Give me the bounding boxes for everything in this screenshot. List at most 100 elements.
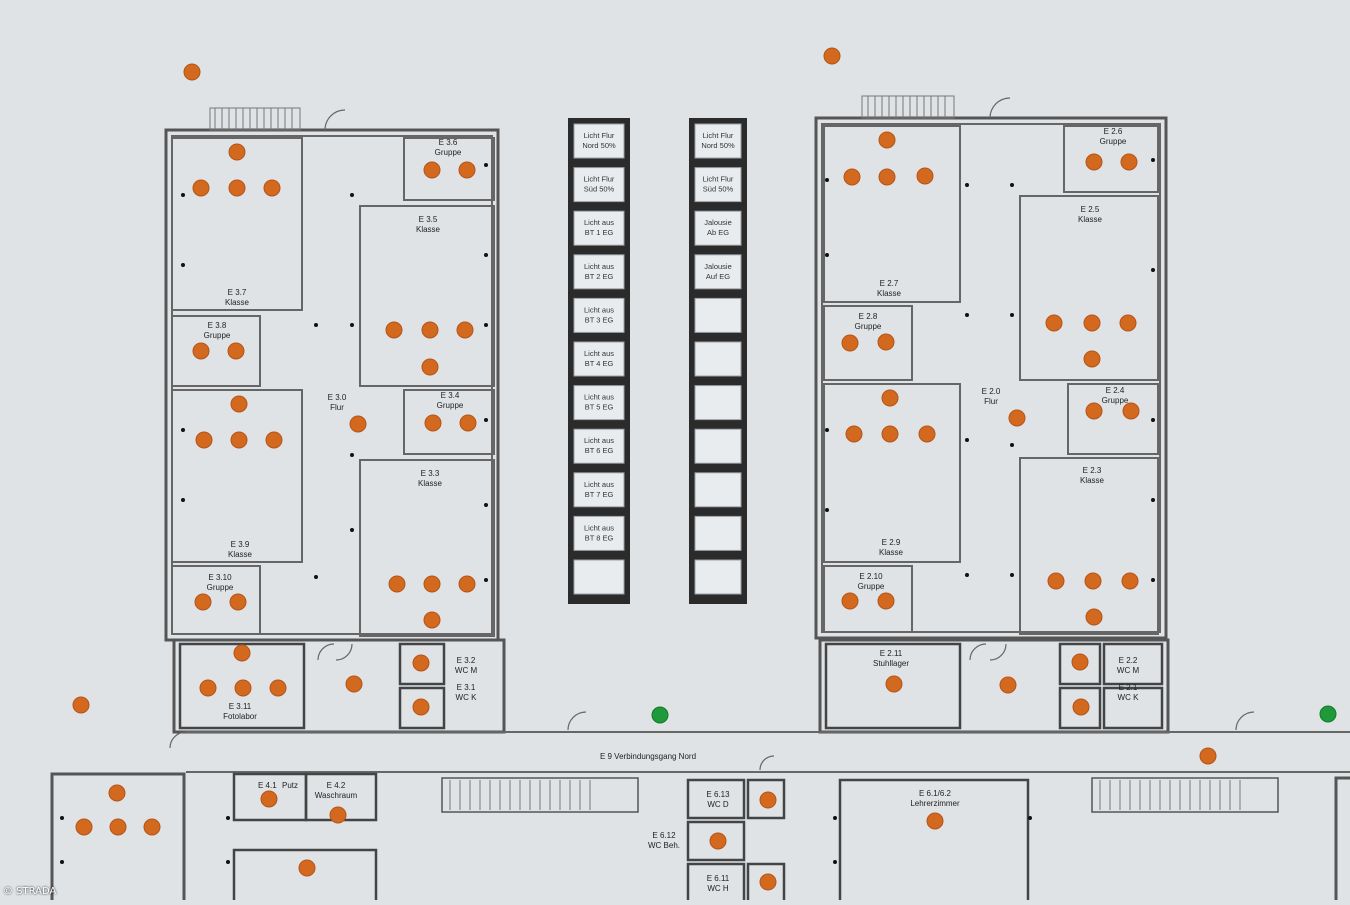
lamp-icon[interactable] <box>1120 153 1138 171</box>
panel-button[interactable] <box>694 559 742 595</box>
lamp-icon[interactable] <box>75 818 93 836</box>
panel-button[interactable] <box>694 472 742 508</box>
panel-button[interactable] <box>694 385 742 421</box>
panel-button-face[interactable] <box>694 254 742 290</box>
panel-button-face[interactable] <box>573 472 625 508</box>
lamp-icon[interactable] <box>298 859 316 877</box>
panel-button[interactable] <box>694 341 742 377</box>
room-e310[interactable] <box>171 565 261 635</box>
room-e28[interactable] <box>823 305 913 381</box>
panel-button[interactable] <box>573 559 625 595</box>
lamp-icon[interactable] <box>423 161 441 179</box>
panel-button-face[interactable] <box>573 428 625 464</box>
lamp-icon[interactable] <box>192 342 210 360</box>
lamp-icon[interactable] <box>1084 572 1102 590</box>
room-e33[interactable] <box>359 459 495 637</box>
panel-button-face[interactable] <box>573 559 625 595</box>
panel-button[interactable] <box>694 515 742 551</box>
lamp-icon[interactable] <box>1071 653 1089 671</box>
lamp-on-icon[interactable] <box>1319 705 1337 723</box>
panel-button-face[interactable] <box>573 385 625 421</box>
lamp-icon[interactable] <box>1008 409 1026 427</box>
room-e21[interactable] <box>1102 686 1164 730</box>
lamp-icon[interactable] <box>1072 698 1090 716</box>
panel-button-face[interactable] <box>694 210 742 246</box>
lamp-icon[interactable] <box>759 873 777 891</box>
lamp-icon[interactable] <box>926 812 944 830</box>
room-e613[interactable] <box>686 778 746 820</box>
lamp-icon[interactable] <box>424 414 442 432</box>
room-e34[interactable] <box>403 389 495 455</box>
lamp-icon[interactable] <box>878 131 896 149</box>
lamp-icon[interactable] <box>877 592 895 610</box>
lamp-icon[interactable] <box>459 414 477 432</box>
room-e613-stall[interactable] <box>746 778 786 820</box>
lamp-icon[interactable] <box>109 818 127 836</box>
lamp-icon[interactable] <box>388 575 406 593</box>
lamp-icon[interactable] <box>349 415 367 433</box>
panel-button-face[interactable] <box>694 428 742 464</box>
lamp-icon[interactable] <box>456 321 474 339</box>
lamp-icon[interactable] <box>1122 402 1140 420</box>
lamp-icon[interactable] <box>1083 350 1101 368</box>
room-e35[interactable] <box>359 205 495 387</box>
lamp-icon[interactable] <box>1085 402 1103 420</box>
lamp-icon[interactable] <box>412 654 430 672</box>
panel-button-face[interactable] <box>694 341 742 377</box>
room-e25[interactable] <box>1019 195 1159 381</box>
lamp-icon[interactable] <box>1119 314 1137 332</box>
lamp-icon[interactable] <box>234 679 252 697</box>
panel-button-face[interactable] <box>694 515 742 551</box>
lamp-icon[interactable] <box>108 784 126 802</box>
panel-button-face[interactable] <box>694 123 742 159</box>
lamp-icon[interactable] <box>841 592 859 610</box>
panel-button-face[interactable] <box>573 123 625 159</box>
lamp-icon[interactable] <box>1047 572 1065 590</box>
lamp-icon[interactable] <box>1085 153 1103 171</box>
panel-button-face[interactable] <box>694 167 742 203</box>
room-e22[interactable] <box>1102 642 1164 686</box>
lamp-icon[interactable] <box>263 179 281 197</box>
panel-button-face[interactable] <box>694 559 742 595</box>
room-e37[interactable] <box>171 137 303 311</box>
lamp-icon[interactable] <box>194 593 212 611</box>
lamp-icon[interactable] <box>269 679 287 697</box>
room-e21-stall[interactable] <box>1058 686 1102 730</box>
room-e38[interactable] <box>171 315 261 387</box>
lamp-icon[interactable] <box>423 575 441 593</box>
lamp-icon[interactable] <box>841 334 859 352</box>
lamp-icon[interactable] <box>227 342 245 360</box>
lamp-icon[interactable] <box>192 179 210 197</box>
lamp-icon[interactable] <box>877 333 895 351</box>
room-e31[interactable] <box>398 686 446 730</box>
panel-button-face[interactable] <box>694 385 742 421</box>
lamp-icon[interactable] <box>423 611 441 629</box>
lamp-icon[interactable] <box>845 425 863 443</box>
lamp-icon[interactable] <box>759 791 777 809</box>
room-e36[interactable] <box>403 137 495 201</box>
lamp-icon[interactable] <box>458 575 476 593</box>
lamp-icon[interactable] <box>143 818 161 836</box>
lamp-icon[interactable] <box>421 321 439 339</box>
panel-button-face[interactable] <box>573 297 625 333</box>
panel-button-face[interactable] <box>573 254 625 290</box>
room-e27[interactable] <box>823 125 961 303</box>
lamp-icon[interactable] <box>230 395 248 413</box>
panel-button-face[interactable] <box>573 341 625 377</box>
lamp-icon[interactable] <box>1199 747 1217 765</box>
panel-button-face[interactable] <box>694 297 742 333</box>
room-e26[interactable] <box>1063 125 1159 193</box>
lamp-icon[interactable] <box>881 425 899 443</box>
lamp-icon[interactable] <box>199 679 217 697</box>
lamp-icon[interactable] <box>458 161 476 179</box>
room-e23[interactable] <box>1019 457 1159 635</box>
lamp-icon[interactable] <box>999 676 1017 694</box>
panel-button-face[interactable] <box>573 515 625 551</box>
